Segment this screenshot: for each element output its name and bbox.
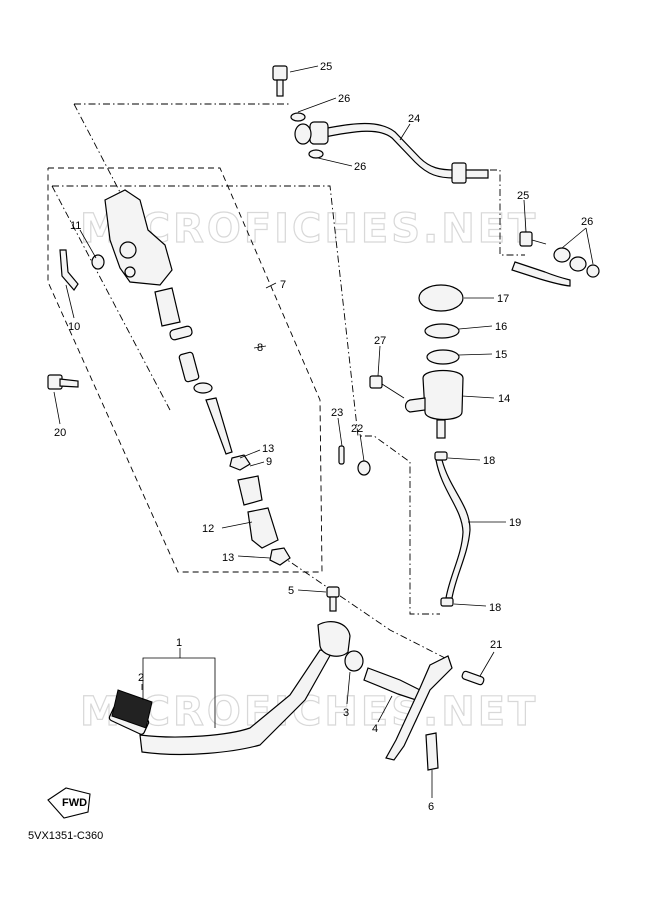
callout-25-right: 25	[517, 190, 529, 202]
callout-7: 7	[280, 279, 286, 291]
cylinder-port	[119, 241, 137, 259]
callout-17: 17	[497, 293, 509, 305]
guide-rod-to-lever	[279, 554, 446, 659]
copper-washer-right-3	[586, 264, 600, 278]
callout-8: 8	[257, 342, 263, 354]
pedal-pivot-bolt-head	[326, 586, 340, 598]
callout-21: 21	[490, 639, 502, 651]
callout-23: 23	[331, 407, 343, 419]
clevis-nut	[269, 547, 291, 566]
assembly-guide-line	[52, 185, 440, 615]
copper-washer-top-1	[290, 112, 306, 122]
cap-plate	[424, 323, 460, 339]
callout-24: 24	[408, 113, 420, 125]
pedal-rubber	[111, 689, 153, 729]
union-bolt-top	[272, 65, 288, 81]
push-rod	[205, 397, 233, 455]
callout-6: 6	[428, 801, 434, 813]
callout-12: 12	[202, 523, 214, 535]
brake-hose	[317, 122, 489, 179]
guide-hose-end	[490, 169, 525, 256]
cylinder-bleed-nipple	[91, 254, 105, 270]
piston-seal	[193, 382, 213, 394]
pedal-pivot-boss	[317, 621, 351, 657]
callout-13-lower: 13	[222, 552, 234, 564]
copper-washer-right-1	[553, 247, 571, 263]
union-bolt-right	[519, 231, 533, 247]
clevis	[247, 507, 279, 549]
reservoir-tank	[422, 369, 464, 421]
return-spring-lower	[425, 732, 439, 771]
callout-1: 1	[176, 637, 182, 649]
callout-16: 16	[495, 321, 507, 333]
cotter-pin	[338, 445, 345, 465]
callout-26-mid: 26	[354, 161, 366, 173]
diagram-reference-code: 5VX1351-C360	[28, 830, 104, 842]
copper-washer-top-2	[308, 149, 324, 159]
cylinder-mount-hole	[124, 266, 136, 278]
leader-lines	[53, 65, 594, 798]
callout-5: 5	[288, 585, 294, 597]
callout-2: 2	[138, 672, 144, 684]
hose-lower-banjo	[511, 261, 571, 287]
union-bolt-right-shank	[531, 239, 547, 245]
callout-13-upper: 13	[262, 443, 274, 455]
reservoir-bolt-shank	[381, 383, 405, 399]
callout-15: 15	[495, 349, 507, 361]
master-cylinder-group-boundary	[47, 167, 323, 573]
reservoir-hose	[435, 459, 471, 599]
pedal-washer	[344, 650, 364, 672]
callout-20: 20	[54, 427, 66, 439]
callout-18-bottom: 18	[489, 602, 501, 614]
fwd-arrow-icon: FWD	[47, 787, 91, 819]
callout-27: 27	[374, 335, 386, 347]
reservoir-bracket	[59, 249, 79, 291]
hose-fitting-upper	[309, 121, 329, 145]
hose-collar	[451, 162, 467, 184]
callout-3: 3	[343, 707, 349, 719]
callout-10: 10	[68, 321, 80, 333]
mounting-bolt-shank	[59, 378, 79, 388]
guide-bolt-to-cylinder	[73, 103, 123, 197]
callout-19: 19	[509, 517, 521, 529]
hose-clip-bottom	[440, 597, 454, 607]
hose-clip-top	[434, 451, 448, 461]
reservoir-cap	[418, 284, 464, 312]
guide-line-lower	[51, 185, 171, 411]
piston-cup	[169, 325, 193, 341]
svg-text:FWD: FWD	[62, 797, 87, 809]
callout-4: 4	[372, 723, 378, 735]
callout-26-top: 26	[338, 93, 350, 105]
union-bolt-top-shank	[276, 79, 284, 97]
callout-11: 11	[70, 220, 81, 232]
master-cylinder-body	[104, 189, 173, 286]
reservoir-outlet	[436, 419, 446, 439]
piston	[178, 351, 200, 383]
clevis-pin	[461, 670, 485, 686]
callout-22: 22	[351, 423, 363, 435]
callout-25-top: 25	[320, 61, 332, 73]
copper-washer-right-2	[569, 256, 587, 272]
callout-26-right: 26	[581, 216, 593, 228]
callout-14: 14	[498, 393, 510, 405]
return-spring	[154, 287, 181, 327]
callout-18-top: 18	[483, 455, 495, 467]
banjo-upper	[294, 123, 312, 145]
reservoir-bolt-head	[369, 375, 383, 389]
plain-washer	[357, 460, 371, 476]
pedal-pivot-bolt-shank	[329, 596, 337, 612]
callout-9: 9	[266, 456, 272, 468]
lock-nut	[229, 454, 251, 471]
diaphragm	[426, 349, 460, 365]
reservoir-mount-tab	[404, 397, 426, 413]
shaft-lever	[385, 655, 453, 761]
dust-boot	[237, 475, 263, 506]
